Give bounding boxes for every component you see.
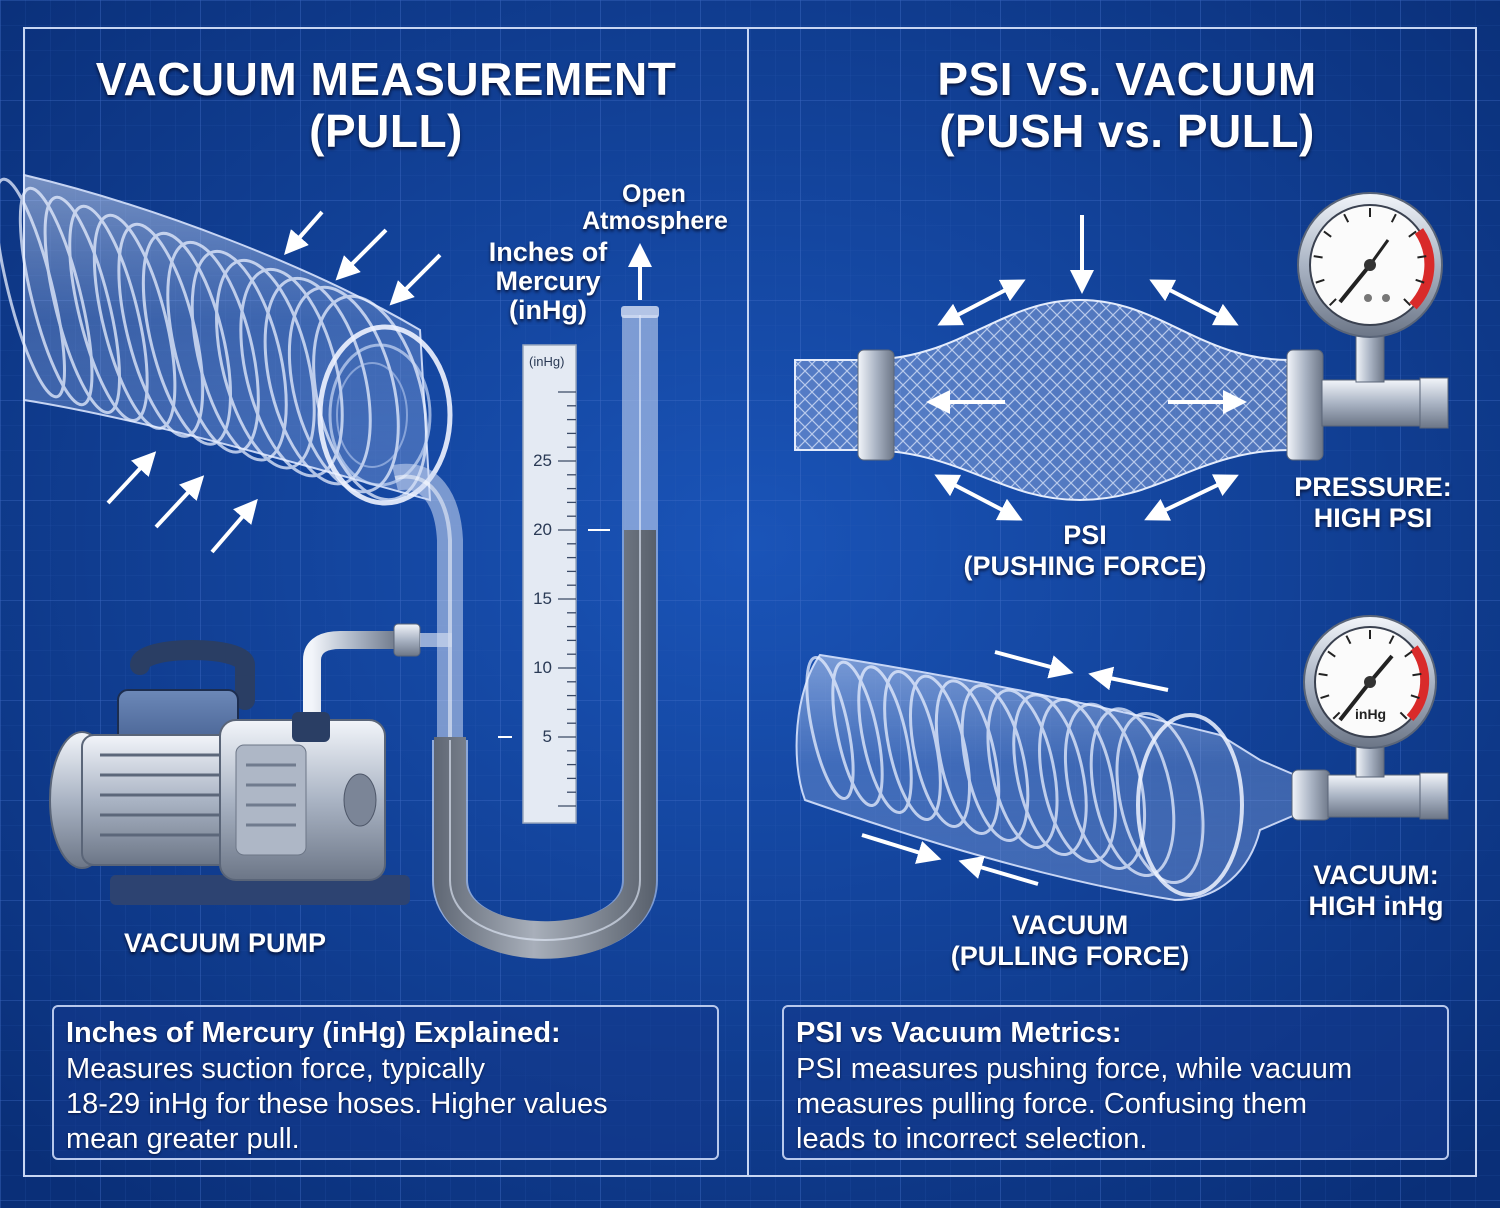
psi-vacuum-info-line2: measures pulling force. Confusing them — [796, 1088, 1307, 1121]
arrow-icon — [106, 210, 442, 554]
psi-vacuum-info-heading: PSI vs Vacuum Metrics: — [796, 1017, 1122, 1049]
vacuum-pump-icon — [49, 623, 452, 905]
braided-hose-pressurized — [794, 298, 1449, 502]
inhg-info-line3: mean greater pull. — [66, 1122, 300, 1155]
psi-vacuum-info-line1: PSI measures pushing force, while vacuum — [796, 1053, 1353, 1086]
right-title-line2: (PUSH vs. PULL) — [939, 105, 1315, 157]
connector-tube — [392, 463, 463, 740]
right-title-line1: PSI VS. VACUUM — [937, 53, 1317, 105]
psi-label-line1: PSI — [1063, 520, 1107, 550]
scale-tick-25: 25 — [533, 451, 552, 470]
open-atmosphere-label-line2: Atmosphere — [582, 207, 728, 235]
scale-tick-5: 5 — [542, 727, 552, 746]
pressure-high-psi-line2: HIGH PSI — [1313, 503, 1433, 533]
inhg-info-box: Inches of Mercury (inHg) Explained: Meas… — [52, 1005, 719, 1160]
pressure-gauge-icon — [1303, 615, 1437, 749]
outer-frame — [23, 27, 1477, 1177]
arrow-icon — [861, 650, 1169, 886]
pressure-gauge-icon — [1297, 192, 1443, 338]
psi-vacuum-info-line3: leads to incorrect selection. — [796, 1122, 1148, 1155]
u-tube-manometer — [432, 243, 659, 959]
inhg-label-line3: (inHg) — [509, 295, 587, 325]
inhg-scale-ruler — [522, 344, 577, 824]
psi-vacuum-info-box: PSI vs Vacuum Metrics: PSI measures push… — [782, 1005, 1449, 1160]
gauge-unit-label: inHg — [1355, 706, 1387, 722]
corrugated-hose-left — [0, 173, 453, 506]
vacuum-high-inhg-line2: HIGH inHg — [1308, 891, 1444, 921]
vacuum-pump-label: VACUUM PUMP — [124, 928, 326, 958]
inhg-info-heading: Inches of Mercury (inHg) Explained: — [66, 1017, 561, 1049]
pressure-high-psi-line1: PRESSURE: — [1294, 472, 1452, 502]
scale-unit-label: (inHg) — [529, 354, 565, 369]
vacuum-high-inhg-line1: VACUUM: — [1313, 860, 1439, 890]
psi-label-line2: (PUSHING FORCE) — [963, 551, 1207, 581]
scale-tick-15: 15 — [533, 589, 552, 608]
scale-tick-10: 10 — [533, 658, 552, 677]
vacuum-label-line2: (PULLING FORCE) — [950, 941, 1190, 971]
inhg-info-line1: Measures suction force, typically — [66, 1053, 486, 1086]
arrow-icon — [926, 215, 1247, 521]
inhg-info-line2: 18-29 inHg for these hoses. Higher value… — [66, 1088, 608, 1121]
vacuum-label-line1: VACUUM — [1011, 910, 1129, 940]
inhg-label-line1: Inches of — [488, 237, 608, 267]
scale-tick-20: 20 — [533, 520, 552, 539]
open-atmosphere-label-line1: Open — [622, 180, 686, 208]
inhg-label-line2: Mercury — [495, 266, 601, 296]
left-title-line1: VACUUM MEASUREMENT — [95, 53, 677, 105]
left-title-line2: (PULL) — [309, 105, 463, 157]
